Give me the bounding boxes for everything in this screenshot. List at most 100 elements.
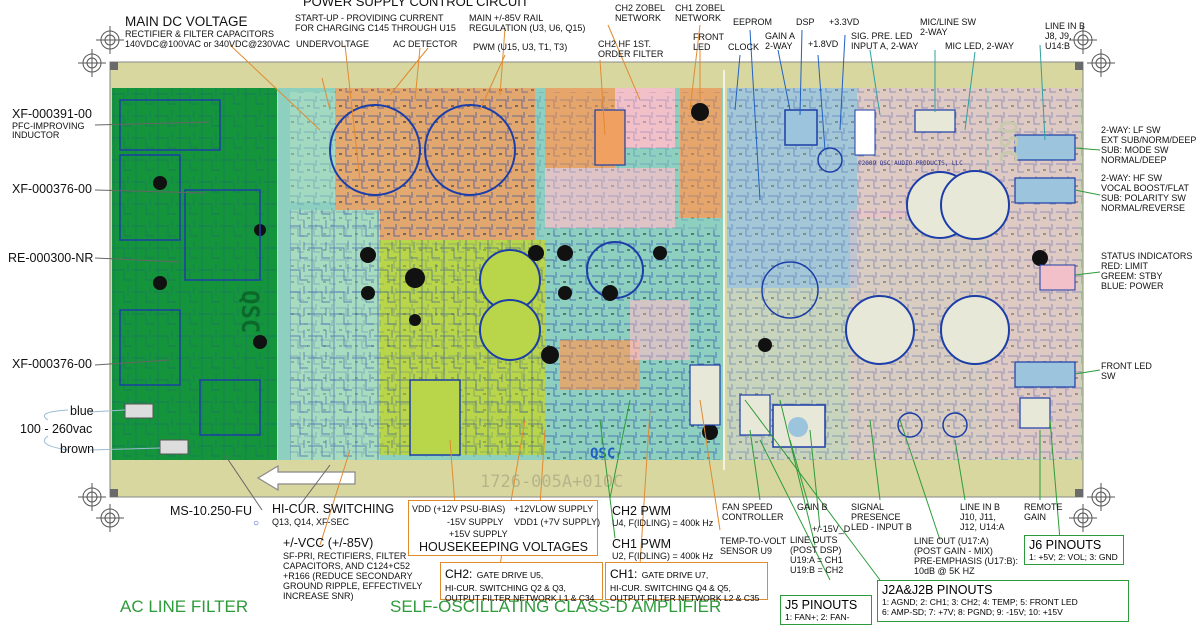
line-in-b-top-1: LINE IN B bbox=[1045, 21, 1086, 31]
j6-desc: 1: +5V; 2: VOL; 3: GND bbox=[1029, 552, 1118, 562]
status-2: RED: LIMIT bbox=[1101, 261, 1149, 271]
registration-marks bbox=[78, 26, 1115, 532]
ch2-box-a: GATE DRIVE U5, bbox=[476, 570, 544, 580]
logo-ac: QSC bbox=[236, 290, 264, 333]
board-silk-code: 1726-005A+010C bbox=[480, 472, 623, 492]
xf-376-label-2: XF-000376-00 bbox=[12, 357, 92, 371]
pm15vd-label: +/-15V_D bbox=[812, 524, 851, 534]
ch1-gate-box: CH1: GATE DRIVE U7, HI-CUR. SWITCHING Q4… bbox=[605, 562, 768, 603]
main-rail-label-1: MAIN +/-85V RAIL bbox=[469, 13, 544, 23]
status-1: STATUS INDICATORS bbox=[1101, 251, 1193, 261]
temp-sensor-2: SENSOR U9 bbox=[720, 546, 773, 556]
class-d-title: SELF-OSCILLATING CLASS-D AMPLIFIER bbox=[390, 597, 722, 616]
copyright-silk: ©2009 QSC AUDIO PRODUCTS, LLC bbox=[858, 160, 963, 167]
bulk-capacitor-2 bbox=[424, 104, 516, 196]
front-led-label-1: FRONT bbox=[693, 32, 724, 42]
m15v-label: -15V SUPPLY bbox=[447, 517, 504, 527]
temp-sensor-1: TEMP-TO-VOLT bbox=[720, 536, 787, 546]
inductor-label: INDUCTOR bbox=[12, 130, 60, 140]
line-outs-4: U19:B = CH2 bbox=[790, 565, 844, 575]
re-300-label: RE-000300-NR bbox=[8, 251, 94, 265]
j6-pinouts-box: J6 PINOUTS 1: +5V; 2: VOL; 3: GND bbox=[1024, 535, 1124, 565]
signal-presence-3: LED - INPUT B bbox=[851, 522, 912, 532]
ch2-zobel-label-2: NETWORK bbox=[615, 13, 661, 23]
lf-sw-1: 2-WAY: LF SW bbox=[1101, 125, 1161, 135]
fan-speed-2: CONTROLLER bbox=[722, 512, 784, 522]
xf-391-label: XF-000391-00 bbox=[12, 107, 92, 121]
line-in-b-top-3: U14:B bbox=[1045, 41, 1071, 51]
dsp-label: DSP bbox=[796, 17, 815, 27]
remote-gain-1: REMOTE bbox=[1024, 502, 1063, 512]
ch1-box-a: GATE DRIVE U7, bbox=[641, 570, 709, 580]
p33vd-label: +3.3VD bbox=[829, 17, 860, 27]
leader-lines bbox=[43, 24, 1101, 581]
line-in-b-top-2: J8, J9, bbox=[1045, 31, 1072, 41]
main-dc-voltage-sub1: RECTIFIER & FILTER CAPACITORS bbox=[125, 29, 275, 39]
ch1-pwm-desc: U2, F(IDLING) = 400k Hz bbox=[612, 551, 714, 561]
xf-376-label-1: XF-000376-00 bbox=[12, 182, 92, 196]
j2-desc-2: 6: AMP-SD; 7: +7V; 8: PGND; 9: -15V; 10:… bbox=[882, 607, 1063, 617]
housekeeping-title: HOUSEKEEPING VOLTAGES bbox=[419, 540, 589, 554]
gain-a-label-2: 2-WAY bbox=[765, 41, 793, 51]
line-in-b-bottom-1: LINE IN B bbox=[960, 502, 1001, 512]
ch1-box-c: OUTPUT FILTER NETWORK L2 & C35 bbox=[610, 593, 760, 603]
front-led-label-2: LED bbox=[693, 42, 711, 52]
hi-cur-switching-title: HI-CUR. SWITCHING bbox=[272, 502, 395, 516]
remote-gain-2: GAIN bbox=[1024, 512, 1047, 522]
j5-desc: 1: FAN+; 2: FAN- bbox=[785, 612, 850, 622]
vcc-line-5: INCREASE SNR) bbox=[283, 591, 354, 601]
line-out-4: 10dB @ 5K HZ bbox=[914, 566, 975, 576]
ch2-zobel-label-1: CH2 ZOBEL bbox=[615, 3, 666, 13]
front-led-sw-2: SW bbox=[1101, 371, 1116, 381]
eeprom-label: EEPROM bbox=[733, 17, 773, 27]
brown-wire-label: brown bbox=[60, 442, 95, 456]
front-led-sw-1: FRONT LED bbox=[1101, 361, 1152, 371]
line-in-b-bottom-2: J10, J11, bbox=[960, 512, 996, 522]
j2-pinouts-box: J2A&J2B PINOUTS 1: AGND; 2: CH1; 3: CH2;… bbox=[877, 580, 1129, 622]
fan-speed-1: FAN SPEED bbox=[722, 502, 773, 512]
line-out-3: PRE-EMPHASIS (U17:B): bbox=[914, 556, 1019, 566]
blue-wire-label: blue bbox=[70, 404, 94, 418]
ch2-pwm-title: CH2 PWM bbox=[612, 504, 672, 518]
circle-bullet: ○ bbox=[253, 518, 260, 529]
arrow-outline bbox=[256, 464, 356, 492]
vdd1-label: VDD1 (+7V SUPPLY) bbox=[514, 517, 601, 527]
signal-presence-1: SIGNAL bbox=[851, 502, 885, 512]
logo-dsp: QSC bbox=[994, 120, 1022, 163]
ch2-hf-label-1: CH2 HF 1ST. bbox=[598, 39, 652, 49]
vcc-line-3: +R166 (REDUCE SECONDARY bbox=[283, 571, 413, 581]
ch2-box-c: OUTPUT FILTER NETWORK L1 & C34 bbox=[445, 593, 595, 603]
ac-line-filter-title: AC LINE FILTER bbox=[120, 597, 249, 616]
bulk-capacitor-1 bbox=[329, 104, 421, 196]
pfc-label: PFC-IMPROVING bbox=[12, 121, 85, 131]
line-in-b-bottom-3: J12, U14:A bbox=[960, 522, 1005, 532]
ch1-box-title: CH1: bbox=[610, 567, 638, 581]
lf-sw-2: EXT SUB/NORM/DEEP bbox=[1101, 135, 1197, 145]
vcc-line-2: CAPACITORS, AND C124+C52 bbox=[283, 561, 410, 571]
ch1-zobel-label-2: NETWORK bbox=[675, 13, 721, 23]
hi-cur-switching-sub: Q13, Q14, XF-SEC bbox=[272, 517, 350, 527]
signal-presence-2: PRESENCE bbox=[851, 512, 901, 522]
main-dc-voltage-title: MAIN DC VOLTAGE bbox=[125, 14, 248, 29]
ch2-gate-box: CH2: GATE DRIVE U5, HI-CUR. SWITCHING Q2… bbox=[440, 562, 603, 603]
p18vd-label: +1.8VD bbox=[808, 39, 839, 49]
clock-label: CLOCK bbox=[728, 42, 760, 52]
logo-amp: QSC bbox=[590, 446, 615, 462]
p15v-label: +15V SUPPLY bbox=[449, 529, 508, 539]
line-out-2: (POST GAIN - MIX) bbox=[914, 546, 993, 556]
j5-pinouts-box: J5 PINOUTS 1: FAN+; 2: FAN- bbox=[780, 595, 872, 625]
line-outs-1: LINE OUTS bbox=[790, 535, 838, 545]
ch1-zobel-label-1: CH1 ZOBEL bbox=[675, 3, 726, 13]
vcc-line-4: GROUND RIPPLE, EFFECTIVELY bbox=[283, 581, 423, 591]
lf-sw-4: NORMAL/DEEP bbox=[1101, 155, 1167, 165]
mic-line-sw-label-2: 2-WAY bbox=[920, 27, 948, 37]
mic-line-sw-label-1: MIC/LINE SW bbox=[920, 17, 977, 27]
ch1-box-b: HI-CUR. SWITCHING Q4 & Q5, bbox=[610, 583, 731, 593]
power-supply-control-title: POWER SUPPLY CONTROL CIRCUIT bbox=[303, 0, 529, 9]
hf-sw-2: VOCAL BOOST/FLAT bbox=[1101, 183, 1190, 193]
vac-label: 100 - 260vac bbox=[20, 422, 93, 436]
lf-sw-3: SUB: MODE SW bbox=[1101, 145, 1169, 155]
startup-label-2: FOR CHARGING C145 THROUGH U15 bbox=[295, 23, 456, 33]
